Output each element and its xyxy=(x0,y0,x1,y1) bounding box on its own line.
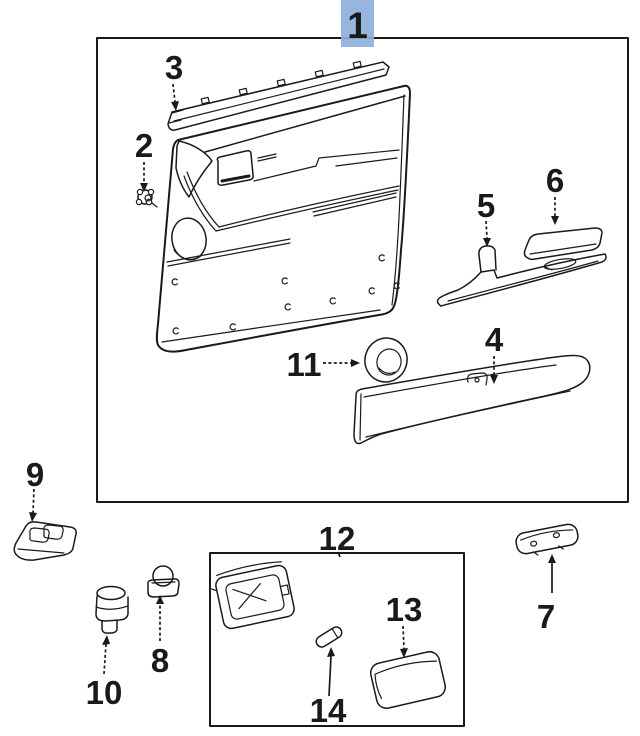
callout-2[interactable]: 2 xyxy=(135,127,153,192)
armrest-base-drawing xyxy=(353,354,591,445)
callout-1[interactable]: 1 xyxy=(341,0,374,47)
callout-12-label: 12 xyxy=(319,520,356,557)
callout-6[interactable]: 6 xyxy=(546,162,564,225)
belt-molding-drawing xyxy=(167,60,390,131)
clip-8-drawing xyxy=(147,565,180,598)
callout-3-label: 3 xyxy=(165,49,183,86)
callout-4-label: 4 xyxy=(485,321,504,358)
callout-1-highlight xyxy=(341,0,374,47)
lamp-assembly-box xyxy=(209,552,465,727)
callout-6-label: 6 xyxy=(546,162,564,199)
grommet-drawing xyxy=(364,337,408,383)
switch-bezel-drawing xyxy=(515,523,579,556)
callout-5[interactable]: 5 xyxy=(477,187,495,247)
callout-3[interactable]: 3 xyxy=(165,49,183,111)
callout-10[interactable]: 10 xyxy=(86,635,123,711)
callout-13[interactable]: 13 xyxy=(386,591,423,658)
panel-retainer-hooks xyxy=(171,254,400,335)
callout-12[interactable]: 12 xyxy=(319,520,356,558)
molding-clips xyxy=(200,60,362,105)
callout-7[interactable]: 7 xyxy=(537,554,556,635)
pull-handle-drawing xyxy=(436,245,607,307)
callout-14[interactable]: 14 xyxy=(310,647,347,729)
callout-4[interactable]: 4 xyxy=(485,321,504,384)
callout-11[interactable]: 11 xyxy=(287,346,360,383)
clip-10-drawing xyxy=(95,585,129,634)
callout-8[interactable]: 8 xyxy=(151,595,169,679)
callout-2-label: 2 xyxy=(135,127,153,164)
callout-9[interactable]: 9 xyxy=(26,456,44,522)
armrest-pad-drawing xyxy=(523,227,603,261)
door-trim-panel-drawing xyxy=(155,84,411,353)
callout-14-label: 14 xyxy=(310,692,347,729)
callout-10-label: 10 xyxy=(86,674,123,711)
lamp-housing-drawing xyxy=(210,561,295,630)
clip-2-drawing xyxy=(135,188,158,208)
callout-11-label: 11 xyxy=(287,346,322,383)
callout-8-label: 8 xyxy=(151,642,169,679)
switch-9-drawing xyxy=(13,521,77,561)
bulb-drawing xyxy=(315,626,343,648)
callout-13-label: 13 xyxy=(386,591,423,628)
callout-1-label: 1 xyxy=(347,5,368,46)
callout-5-label: 5 xyxy=(477,187,495,224)
callout-9-label: 9 xyxy=(26,456,44,493)
lens-drawing xyxy=(369,650,447,710)
callout-7-label: 7 xyxy=(537,598,555,635)
